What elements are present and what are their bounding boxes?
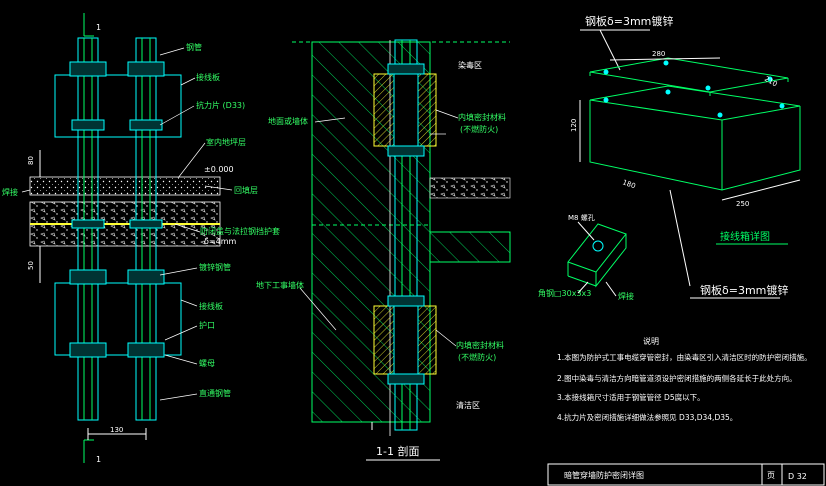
label-nut: 螺母	[199, 358, 215, 368]
label-underground-wall: 地下工事墙体	[256, 280, 304, 290]
label-through-pipe: 直通钢管	[199, 388, 231, 398]
section-marker-bottom: 1	[83, 439, 101, 464]
dim-250: 250	[736, 200, 749, 208]
label-backfill: 回填层	[234, 185, 258, 195]
section-title: 1-1 剖面	[376, 444, 419, 458]
dim-130: 130	[110, 426, 123, 434]
note-3: 3.本接线箱尺寸适用于钢管管径 D5腐以下。	[557, 392, 705, 402]
label-elevation: ±0.000	[204, 165, 234, 174]
floor-slab	[429, 231, 511, 263]
label-guard-ring: 护口	[199, 320, 215, 330]
box-body	[589, 100, 801, 191]
box-top	[589, 85, 801, 121]
junction-box-detail: 钢板δ=3mm镀锌 280 210 120 180 250 接线箱详图	[538, 14, 801, 301]
section-pipe	[394, 39, 418, 431]
backfill-layer	[29, 176, 221, 196]
label-connector-top: 接线板	[196, 72, 220, 82]
dim-50: 50	[27, 261, 35, 270]
label-floor-wall: 地面或墙体	[268, 116, 308, 126]
floor-finish	[429, 177, 511, 199]
note-1: 1.本图为防护式工事电缆穿管密封，由染毒区引入清洁区时的防护密闭措施。	[557, 352, 812, 362]
box-caption: 接线箱详图	[720, 230, 770, 243]
left-elevation-view: 1 1	[2, 13, 280, 464]
label-clean-zone: 清洁区	[456, 400, 480, 410]
drawing-title: 暗管穿墙防护密闭详图	[564, 470, 644, 480]
dim-120: 120	[570, 119, 578, 132]
plate-label-top: 钢板δ=3mm镀锌	[585, 14, 673, 28]
section-view: 染毒区 清洁区 地面或墙体 内填密封材料 (不燃防火) 地下工事墙体 内填密封材…	[256, 39, 511, 461]
note-2: 2.图中染毒与清洁方向暗管道须设护密闭措施的两侧各延长于此处方向。	[557, 373, 797, 383]
label-poison-zone: 染毒区	[458, 60, 482, 70]
page-label: 页	[767, 471, 775, 480]
plate-label-bottom: 钢板δ=3mm镀锌	[700, 283, 788, 297]
angle-label: 角钢□30x3x3	[538, 288, 591, 298]
upper-junction-box	[54, 74, 182, 138]
box-lid	[589, 57, 789, 93]
notes-heading: 说明	[643, 336, 659, 346]
label-seal-bottom: 内填密封材料	[456, 340, 504, 350]
label-steel-pipe: 钢管	[186, 42, 202, 52]
notes-block: 说明 1.本图为防护式工事电缆穿管密封，由染毒区引入清洁区时的防护密闭措施。 2…	[557, 336, 812, 422]
left-leaders	[21, 47, 233, 401]
angle-steel	[567, 223, 627, 273]
page-number: D 32	[788, 472, 807, 481]
label-seal-top-sub: (不燃防火)	[460, 124, 498, 134]
dim-210: 210	[763, 75, 779, 89]
note-4: 4.抗力片及密闭措施详细做法参照见 D33,D34,D35。	[557, 412, 737, 422]
pipe-fittings	[69, 61, 165, 358]
label-seal-bottom-sub: (不燃防火)	[458, 352, 496, 362]
label-indoor-floor: 室内地坪层	[206, 137, 246, 147]
dim-80: 80	[27, 156, 35, 165]
section-number-bottom: 1	[96, 455, 101, 464]
dim-180: 180	[621, 178, 636, 190]
dim-280: 280	[652, 50, 665, 58]
bolt-holes	[603, 60, 785, 118]
label-connector-bottom: 接线板	[199, 301, 223, 311]
weld-label: 焊接	[618, 291, 634, 301]
section-number-top: 1	[96, 23, 101, 32]
label-seal-flange: 防闭盖与法拉钢挡护套	[200, 226, 280, 236]
bolt-label: M8 螺孔	[568, 213, 595, 222]
label-conduit-pipe: 镀锌钢管	[199, 262, 231, 272]
lower-junction-box	[54, 282, 182, 356]
label-seal-thickness: δ=4mm	[204, 237, 236, 246]
section-marker-top: 1	[83, 13, 101, 37]
label-weld-left: 焊接	[2, 187, 18, 197]
title-block: 暗管穿墙防护密闭详图 页 D 32	[547, 463, 825, 486]
section-leaders	[299, 109, 459, 347]
label-anti-force: 抗力片 (D33)	[196, 100, 245, 110]
label-seal-top: 内填密封材料	[458, 112, 506, 122]
section-fittings	[387, 63, 425, 385]
